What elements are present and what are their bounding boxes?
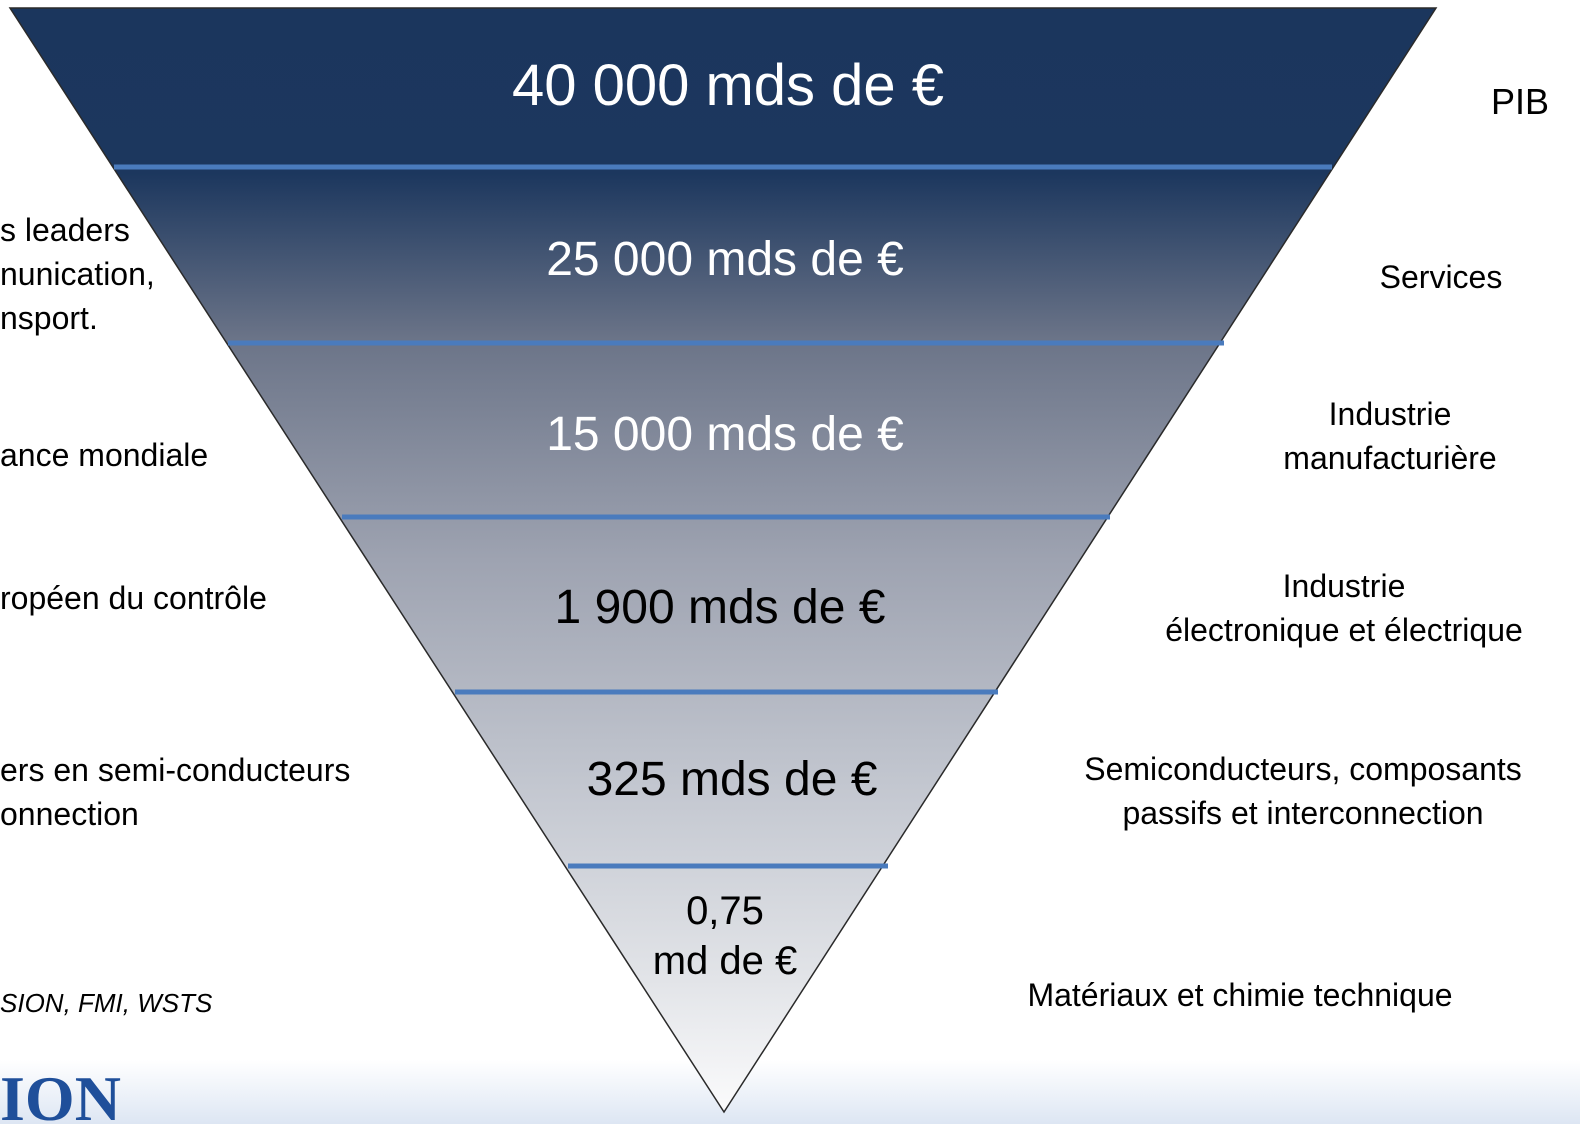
- left-note-1-line-2: nunication,: [0, 256, 155, 292]
- left-note-4-line-1: ers en semi-conducteurs: [0, 752, 351, 788]
- category-label-3-line-2: manufacturière: [1283, 440, 1497, 476]
- company-logo: ION: [0, 1063, 121, 1134]
- category-label-5: Semiconducteurs, composants passifs et i…: [1040, 747, 1566, 835]
- level-value-6-line-1: 0,75: [686, 889, 764, 933]
- level-value-6: 0,75 md de €: [625, 886, 825, 986]
- level-value-3: 15 000 mds de €: [546, 408, 904, 461]
- level-value-4: 1 900 mds de €: [554, 581, 886, 634]
- category-label-4-line-2: électronique et électrique: [1165, 612, 1523, 648]
- left-note-1-line-3: nsport.: [0, 300, 98, 336]
- category-label-2: Services: [1379, 259, 1503, 295]
- category-label-5-line-1: Semiconducteurs, composants: [1084, 751, 1522, 787]
- category-label-4: Industrie électronique et électrique: [1120, 564, 1568, 652]
- category-label-6: Matériaux et chimie technique: [1027, 977, 1453, 1013]
- category-label-4-line-1: Industrie: [1282, 568, 1406, 604]
- category-label-5-line-2: passifs et interconnection: [1122, 795, 1484, 831]
- pyramid-body: [8, 7, 1438, 1114]
- left-note-4-line-2: onnection: [0, 796, 139, 832]
- left-note-4: ers en semi-conducteurs onnection: [0, 748, 350, 836]
- footer-gradient-band: [0, 1060, 1580, 1124]
- left-note-2: ance mondiale: [0, 433, 208, 477]
- category-label-1: PIB: [1490, 81, 1550, 122]
- left-note-2-line-1: ance mondiale: [0, 437, 209, 473]
- level-value-1: 40 000 mds de €: [511, 53, 945, 118]
- category-label-3: Industrie manufacturière: [1240, 392, 1540, 480]
- source-citation: SION, FMI, WSTS: [0, 988, 213, 1018]
- left-note-1-line-1: s leaders: [0, 212, 130, 248]
- left-note-3-line-1: ropéen du contrôle: [0, 580, 267, 616]
- level-value-6-line-2: md de €: [652, 939, 798, 983]
- left-note-3: ropéen du contrôle: [0, 576, 267, 620]
- level-value-2: 25 000 mds de €: [546, 233, 904, 286]
- category-label-3-line-1: Industrie: [1328, 396, 1452, 432]
- left-note-1: s leaders nunication, nsport.: [0, 208, 155, 340]
- level-value-5: 325 mds de €: [586, 753, 878, 806]
